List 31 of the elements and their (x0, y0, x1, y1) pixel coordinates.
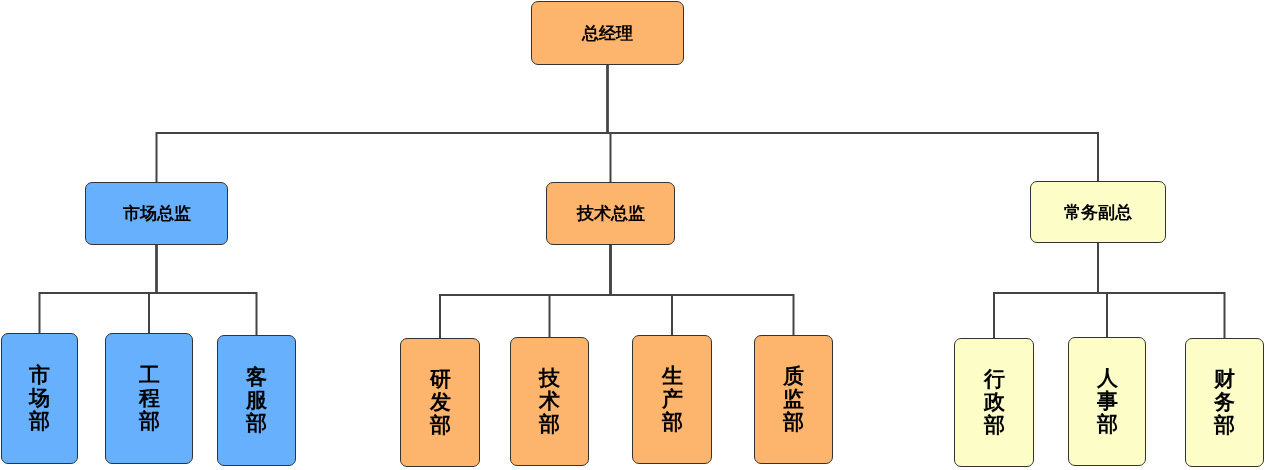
department-box (954, 338, 1034, 467)
department-box (1185, 338, 1264, 467)
node-label: 行政部 (983, 367, 1005, 438)
department-box (1, 333, 78, 464)
connector-line (609, 244, 795, 336)
node-label: 人事部 (1096, 366, 1118, 437)
department-box (105, 333, 193, 464)
role-box (1030, 181, 1166, 243)
role-box (531, 1, 684, 65)
department-box (400, 338, 480, 467)
department-box (632, 335, 712, 464)
connector-line (606, 64, 1099, 182)
node-label: 常务副总 (1064, 200, 1132, 224)
node-label: 生产部 (661, 364, 683, 435)
department-box (1068, 337, 1146, 466)
node-label: 技术总监 (576, 202, 645, 225)
node-label: 研发部 (429, 367, 451, 438)
role-box (85, 182, 228, 245)
node-label: 工程部 (138, 363, 160, 434)
node-label: 财务部 (1214, 367, 1235, 438)
node-label: 总经理 (582, 21, 633, 45)
connector-line (155, 244, 258, 336)
department-box (754, 335, 833, 464)
node-label: 技术部 (539, 366, 560, 437)
node-label: 市场总监 (122, 202, 191, 225)
department-box (217, 335, 296, 466)
node-label: 质监部 (783, 364, 804, 435)
node-label: 客服部 (246, 365, 267, 436)
node-label: 市场部 (29, 363, 50, 434)
department-box (510, 337, 589, 466)
role-box (546, 182, 675, 245)
